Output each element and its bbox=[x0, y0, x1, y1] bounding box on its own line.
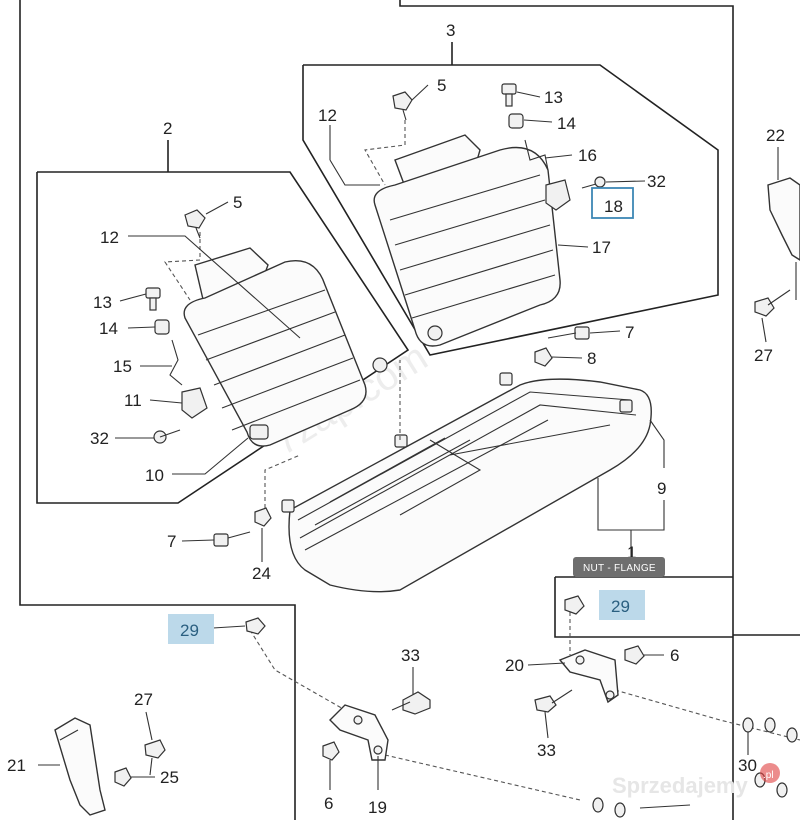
callout-14-upper[interactable]: 14 bbox=[557, 114, 576, 133]
bracket-19 bbox=[245, 617, 431, 761]
callout-5-lower[interactable]: 5 bbox=[233, 193, 242, 212]
highlight-29-left[interactable]: 29 bbox=[168, 614, 214, 644]
callout-17[interactable]: 17 bbox=[592, 238, 611, 257]
callout-12-lower[interactable]: 12 bbox=[100, 228, 119, 247]
backrest-right bbox=[373, 134, 561, 347]
logo-text: Sprzedajemy bbox=[612, 773, 748, 798]
parts-bolts bbox=[213, 326, 590, 547]
group-3-box bbox=[302, 42, 719, 356]
leader-lines bbox=[38, 84, 797, 790]
highlight-29-right[interactable]: 29 bbox=[599, 590, 645, 620]
callout-8[interactable]: 8 bbox=[587, 349, 596, 368]
callout-12-upper[interactable]: 12 bbox=[318, 106, 337, 125]
callout-15[interactable]: 15 bbox=[113, 357, 132, 376]
callout-14-lower[interactable]: 14 bbox=[99, 319, 118, 338]
callout-6-right[interactable]: 6 bbox=[670, 646, 679, 665]
callout-30[interactable]: 30 bbox=[738, 756, 757, 775]
callout-7-lower[interactable]: 7 bbox=[167, 532, 176, 551]
callout-29-left[interactable]: 29 bbox=[180, 621, 199, 640]
callout-5-upper[interactable]: 5 bbox=[437, 76, 446, 95]
callout-22[interactable]: 22 bbox=[766, 126, 785, 145]
tooltip-nut-flange: NUT - FLANGE bbox=[573, 557, 665, 577]
callout-1[interactable]: 1 bbox=[627, 543, 636, 562]
callout-13-upper[interactable]: 13 bbox=[544, 88, 563, 107]
highlight-frame-18 bbox=[591, 187, 634, 219]
callout-3[interactable]: 3 bbox=[446, 21, 455, 40]
callout-2[interactable]: 2 bbox=[163, 119, 172, 138]
bracket-20 bbox=[534, 595, 645, 713]
dashed-guides bbox=[164, 120, 800, 801]
callout-18[interactable]: 18 bbox=[604, 197, 623, 216]
callout-27-left[interactable]: 27 bbox=[134, 690, 153, 709]
callout-19[interactable]: 19 bbox=[368, 798, 387, 817]
callout-27-right[interactable]: 27 bbox=[754, 346, 773, 365]
sprzedajemy-logo: Sprzedajemy .pl bbox=[612, 763, 780, 798]
callout-labels: 2 3 5 5 12 12 13 13 14 14 15 16 17 18 11… bbox=[7, 21, 785, 817]
callout-9[interactable]: 9 bbox=[657, 479, 666, 498]
callout-24[interactable]: 24 bbox=[252, 564, 271, 583]
parts-30 bbox=[592, 717, 798, 818]
callout-6-left[interactable]: 6 bbox=[324, 794, 333, 813]
callout-33-right[interactable]: 33 bbox=[537, 741, 556, 760]
callout-11[interactable]: 11 bbox=[124, 391, 142, 410]
callout-13-lower[interactable]: 13 bbox=[93, 293, 112, 312]
callout-25[interactable]: 25 bbox=[160, 768, 179, 787]
callout-32-lower[interactable]: 32 bbox=[90, 429, 109, 448]
callout-10[interactable]: 10 bbox=[145, 466, 164, 485]
logo-suffix: .pl bbox=[763, 770, 774, 781]
callout-21[interactable]: 21 bbox=[7, 756, 26, 775]
parts-group-3 bbox=[392, 83, 606, 211]
callout-20[interactable]: 20 bbox=[505, 656, 524, 675]
callout-32-upper[interactable]: 32 bbox=[647, 172, 666, 191]
tooltip-text: NUT - FLANGE bbox=[583, 563, 656, 574]
seat-cushion bbox=[281, 372, 652, 593]
callout-29-right[interactable]: 29 bbox=[611, 597, 630, 616]
callout-16[interactable]: 16 bbox=[578, 146, 597, 165]
part-22 bbox=[754, 177, 800, 317]
callout-33-left[interactable]: 33 bbox=[401, 646, 420, 665]
part-21 bbox=[54, 717, 166, 816]
callout-7-upper[interactable]: 7 bbox=[625, 323, 634, 342]
